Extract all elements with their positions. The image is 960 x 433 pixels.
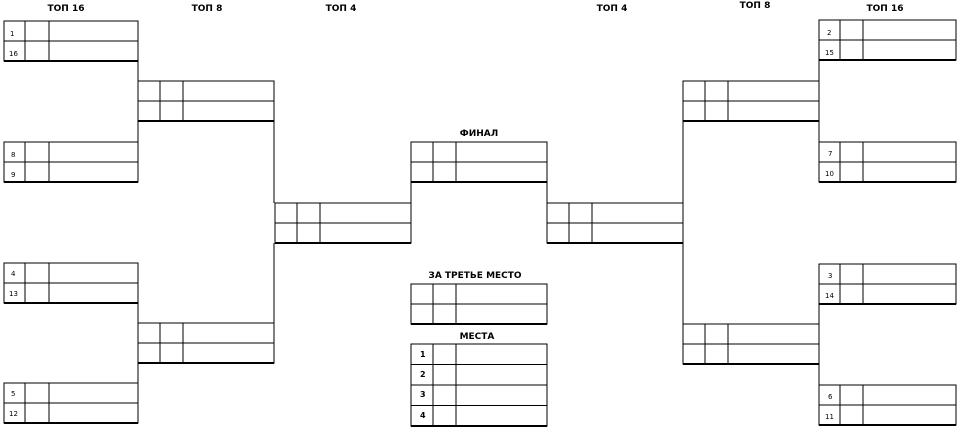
seed-label: 13 (9, 290, 18, 298)
seed-label: 5 (11, 390, 15, 398)
top4-match-left (274, 202, 412, 244)
seed-label: 15 (825, 49, 834, 57)
header-top16-left: ТОП 16 (48, 4, 85, 14)
top16-match-right (818, 263, 957, 305)
seed-label: 3 (828, 272, 832, 280)
place-number: 3 (420, 390, 426, 399)
header-top16-right: ТОП 16 (867, 4, 904, 14)
bracket-labels: ТОП 16 ТОП 8 ТОП 4 ТОП 4 ТОП 8 ТОП 16 ФИ… (9, 1, 903, 421)
top16-match-left (3, 382, 139, 424)
top16-match-right (818, 141, 957, 183)
seed-label: 8 (11, 151, 15, 159)
top8-match-left (137, 80, 275, 122)
seed-label: 6 (828, 393, 833, 401)
header-top4-right: ТОП 4 (597, 4, 628, 14)
place-number: 2 (420, 370, 426, 379)
place-number: 1 (420, 350, 426, 359)
seed-label: 12 (9, 410, 18, 418)
third-place-match (410, 283, 548, 325)
place-number: 4 (420, 411, 426, 420)
seed-label: 14 (825, 292, 834, 300)
match-boxes (3, 19, 957, 427)
seed-label: 4 (11, 270, 16, 278)
places-label: МЕСТА (460, 332, 495, 342)
top8-match-right (682, 323, 820, 365)
top16-match-right (818, 384, 957, 426)
seed-label: 11 (825, 413, 834, 421)
final-label: ФИНАЛ (460, 129, 498, 139)
top16-match-left (3, 262, 139, 304)
seed-label: 16 (9, 50, 18, 58)
final-match (410, 141, 548, 183)
seed-label: 1 (10, 30, 14, 38)
header-top8-right: ТОП 8 (740, 1, 771, 11)
top16-match-left (3, 141, 139, 183)
top4-match-right (546, 202, 684, 244)
seed-label: 7 (828, 150, 832, 158)
seed-label: 9 (11, 171, 15, 179)
seed-label: 2 (827, 29, 831, 37)
places-table (410, 343, 548, 427)
top16-match-left (3, 20, 139, 62)
third-place-label: ЗА ТРЕТЬЕ МЕСТО (428, 271, 522, 281)
header-top4-left: ТОП 4 (326, 4, 357, 14)
top16-match-right (818, 19, 957, 61)
seed-label: 10 (825, 170, 834, 178)
top8-match-right (682, 80, 820, 122)
header-top8-left: ТОП 8 (192, 4, 223, 14)
top8-match-left (137, 322, 275, 364)
